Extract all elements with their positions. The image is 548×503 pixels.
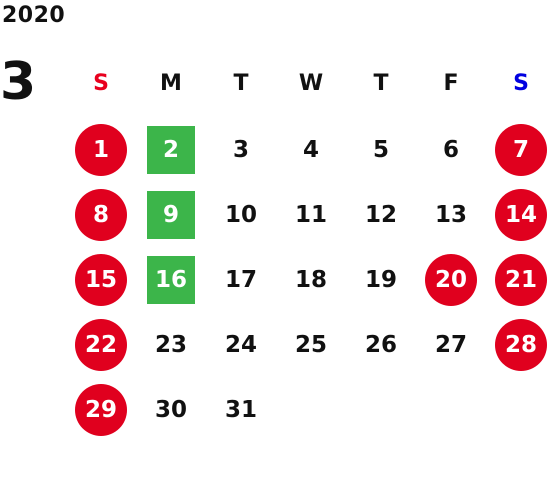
weekday-label-sunday: S	[93, 70, 109, 96]
date-number: 18	[294, 267, 327, 293]
week-row: 29 30 31	[66, 384, 548, 436]
day-cell[interactable]: 6	[416, 125, 486, 175]
date-number: 25	[294, 332, 327, 358]
week-row: 15 16 17 18 19 20 21	[66, 254, 548, 306]
marked-date-number: 16	[147, 256, 195, 304]
day-cell[interactable]: 9	[136, 190, 206, 240]
day-cell[interactable]: 15	[66, 254, 136, 306]
date-number: 5	[372, 137, 389, 163]
date-number: 24	[224, 332, 257, 358]
date-number: 26	[364, 332, 397, 358]
holiday-date-number: 1	[75, 124, 127, 176]
holiday-date-number: 28	[495, 319, 547, 371]
day-cell[interactable]: 21	[486, 254, 548, 306]
calendar-year: 2020	[2, 3, 66, 28]
day-cell[interactable]: 20	[416, 254, 486, 306]
day-cell[interactable]: 27	[416, 320, 486, 370]
weekday-label-saturday: S	[513, 70, 529, 96]
day-cell[interactable]: 29	[66, 384, 136, 436]
week-row: 22 23 24 25 26 27 28	[66, 319, 548, 371]
day-cell[interactable]: 3	[206, 125, 276, 175]
holiday-date-number: 15	[75, 254, 127, 306]
date-number: 11	[294, 202, 327, 228]
day-cell[interactable]: 19	[346, 255, 416, 305]
day-cell[interactable]: 25	[276, 320, 346, 370]
day-cell[interactable]: 12	[346, 190, 416, 240]
date-number: 27	[434, 332, 467, 358]
day-cell[interactable]: 28	[486, 319, 548, 371]
date-number: 30	[154, 397, 187, 423]
marked-date-number: 9	[147, 191, 195, 239]
day-cell[interactable]: 14	[486, 189, 548, 241]
calendar-month: 3	[0, 52, 37, 112]
marked-date-number: 2	[147, 126, 195, 174]
date-number: 10	[224, 202, 257, 228]
date-number: 31	[224, 397, 257, 423]
day-cell[interactable]: 30	[136, 385, 206, 435]
date-number: 23	[154, 332, 187, 358]
weekday-label-tuesday: T	[233, 70, 249, 96]
day-cell[interactable]: 13	[416, 190, 486, 240]
date-number: 13	[434, 202, 467, 228]
day-cell[interactable]: 24	[206, 320, 276, 370]
day-cell[interactable]: 22	[66, 319, 136, 371]
day-cell[interactable]: 26	[346, 320, 416, 370]
day-cell[interactable]: 8	[66, 189, 136, 241]
weekday-label-thursday: T	[373, 70, 389, 96]
holiday-date-number: 8	[75, 189, 127, 241]
day-cell[interactable]: 23	[136, 320, 206, 370]
date-number: 17	[224, 267, 257, 293]
day-cell[interactable]: 17	[206, 255, 276, 305]
day-cell[interactable]: 31	[206, 385, 276, 435]
day-cell[interactable]: 1	[66, 124, 136, 176]
date-number: 6	[442, 137, 459, 163]
date-number: 19	[364, 267, 397, 293]
day-cell[interactable]: 16	[136, 255, 206, 305]
weekday-label-monday: M	[160, 70, 182, 96]
day-cell[interactable]: 5	[346, 125, 416, 175]
date-number: 12	[364, 202, 397, 228]
day-cell[interactable]: 4	[276, 125, 346, 175]
holiday-date-number: 7	[495, 124, 547, 176]
weekday-label-wednesday: W	[298, 70, 324, 96]
day-cell[interactable]: 2	[136, 125, 206, 175]
day-cell[interactable]: 11	[276, 190, 346, 240]
holiday-date-number: 22	[75, 319, 127, 371]
holiday-date-number: 29	[75, 384, 127, 436]
date-number: 3	[232, 137, 249, 163]
weekday-label-friday: F	[443, 70, 459, 96]
holiday-date-number: 20	[425, 254, 477, 306]
day-cell[interactable]: 10	[206, 190, 276, 240]
day-cell[interactable]: 7	[486, 124, 548, 176]
holiday-date-number: 21	[495, 254, 547, 306]
holiday-date-number: 14	[495, 189, 547, 241]
day-cell[interactable]: 18	[276, 255, 346, 305]
date-number: 4	[302, 137, 319, 163]
